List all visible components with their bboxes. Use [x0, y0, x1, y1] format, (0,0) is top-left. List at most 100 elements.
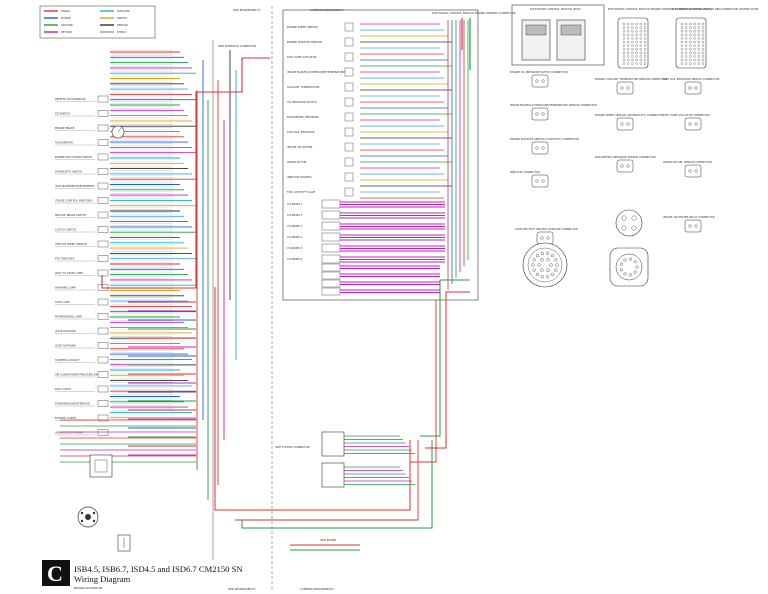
round-pin-inner — [546, 258, 550, 262]
connector-pin — [626, 164, 630, 168]
round-pin — [531, 263, 535, 267]
ecm-pin — [639, 51, 642, 54]
connector-pin — [541, 179, 545, 183]
oem-wire-label-box — [111, 251, 173, 256]
oem-device-box — [97, 255, 109, 262]
ecm-pin — [689, 37, 692, 40]
ecm-pin — [685, 30, 688, 33]
ecm-pin — [627, 37, 630, 40]
ecm-pin — [639, 26, 642, 29]
ecm-pin — [635, 58, 638, 62]
ecm-pin — [701, 62, 705, 65]
oem-wire-label-box — [111, 135, 173, 139]
oem-wire-label-box — [111, 145, 173, 150]
ecm-pin — [697, 37, 700, 40]
oem-wire-label-box — [111, 214, 173, 219]
ecm-pin — [635, 51, 638, 54]
ecm-pin — [627, 58, 630, 62]
oem-wire-label-box — [111, 294, 173, 298]
ecm-pin — [627, 33, 630, 36]
connector-face — [536, 231, 554, 245]
engine-sensor-box — [344, 52, 354, 62]
ecm-pin — [685, 44, 688, 47]
connector-label: ENGINE COOLANT TEMPERATURE SENSOR CONNEC… — [595, 77, 667, 81]
ecm-pin — [693, 62, 696, 65]
oem-wire-label-box — [111, 71, 173, 75]
connector-pin — [540, 236, 544, 240]
oem-wire-label-box — [111, 283, 173, 287]
oem-wire-label-box — [111, 103, 173, 107]
round-pin — [619, 262, 623, 266]
connector-pin — [620, 86, 624, 90]
oem-row-label: J1939 DATALINK — [54, 329, 76, 333]
oem-wire-label-box — [111, 76, 173, 81]
oem-wire-label-box — [111, 66, 173, 70]
oem-row-label: TRANSMISSION INTERFACE — [55, 402, 90, 406]
oem-row-label: SERVICE BRAKE SWITCH — [55, 213, 86, 217]
ecm-pin — [631, 44, 634, 47]
engine-sensor-box — [344, 67, 354, 77]
oem-row-label: CLUTCH SWITCH — [55, 228, 76, 232]
oem-device-box — [97, 400, 109, 407]
round-pin — [550, 254, 555, 258]
oem-row-label: J1587 DATALINK — [54, 344, 76, 348]
ecm-pin — [643, 58, 647, 62]
service-datalink-round-connector — [77, 506, 99, 528]
oem-system-connector-label: OEM SYSTEM CONNECTOR — [275, 445, 310, 449]
connector-label: 9-PIN DEUTSCH SERVICE DATALINK CONNECTOR — [515, 227, 578, 231]
ecm-pin — [689, 51, 692, 54]
oem-wire-label-box — [111, 172, 173, 176]
ecm-pin — [635, 55, 638, 58]
connector-pin — [541, 146, 545, 150]
lower-red-wire — [214, 287, 411, 511]
oem-system-connector-box — [321, 431, 345, 488]
ecm-pin — [685, 40, 688, 44]
ecm-pin — [685, 22, 688, 26]
oem-wire-label-box — [111, 97, 173, 102]
oem-row-label: BATTERY SUPPLY — [55, 416, 77, 420]
ecm-pin — [689, 33, 692, 36]
oem-wire-label-box — [111, 256, 173, 261]
ecm-pin — [685, 48, 688, 51]
oem-row-label: VEHICLE SPEED SENSOR — [55, 242, 87, 246]
connector-pin — [626, 86, 630, 90]
return-wire-green — [420, 279, 470, 437]
ecm-pin — [639, 62, 642, 65]
connector-label: INTAKE MANIFOLD PRESSURE/TEMPERATURE SEN… — [510, 103, 597, 107]
connector-pin — [535, 112, 539, 116]
ecm-pin — [627, 22, 630, 26]
ecm-pin — [697, 51, 700, 54]
oem-device-box — [97, 124, 109, 132]
oem-wire-label-box — [111, 188, 173, 192]
oem-row-label: TACHOMETER — [55, 141, 73, 145]
injector-label: CYLINDER 3 — [287, 224, 303, 228]
oem-row-label: WARNING LAMP — [55, 286, 76, 290]
ecm-pin — [639, 55, 642, 58]
ecm-pin — [635, 44, 638, 47]
ecm-pin — [622, 62, 626, 65]
round-pin — [628, 257, 632, 261]
ecm-pin — [701, 55, 705, 58]
round-pin — [623, 272, 627, 276]
oem-device-box — [97, 429, 109, 436]
ecm-oem-connector-label: ELECTRONIC CONTROL MODULE ENGINE HARNESS… — [432, 11, 516, 15]
ecm-pin — [693, 48, 696, 51]
ecm-pin — [685, 26, 688, 29]
oem-row-label: CRUISE CONTROL SWITCHES — [55, 199, 93, 203]
oem-wire-label-box — [111, 119, 173, 123]
oem-wire-label-box — [111, 156, 173, 160]
round-pin — [619, 268, 623, 272]
connector-pin — [694, 169, 698, 173]
oem-wire-label-box — [111, 161, 173, 166]
diagram-subtitle: Wiring Diagram — [74, 574, 131, 584]
oem-wire-label-box — [111, 378, 173, 383]
connector-pin — [688, 86, 692, 90]
connector-face — [616, 117, 634, 131]
ecm-pin — [680, 44, 684, 47]
engine-row-label: INJECTOR DRIVERS — [287, 175, 312, 179]
four-pin-connector — [615, 209, 643, 237]
oem-device-box — [97, 211, 109, 219]
oem-wire-label-box — [111, 394, 173, 399]
oem-device-box — [97, 168, 109, 175]
